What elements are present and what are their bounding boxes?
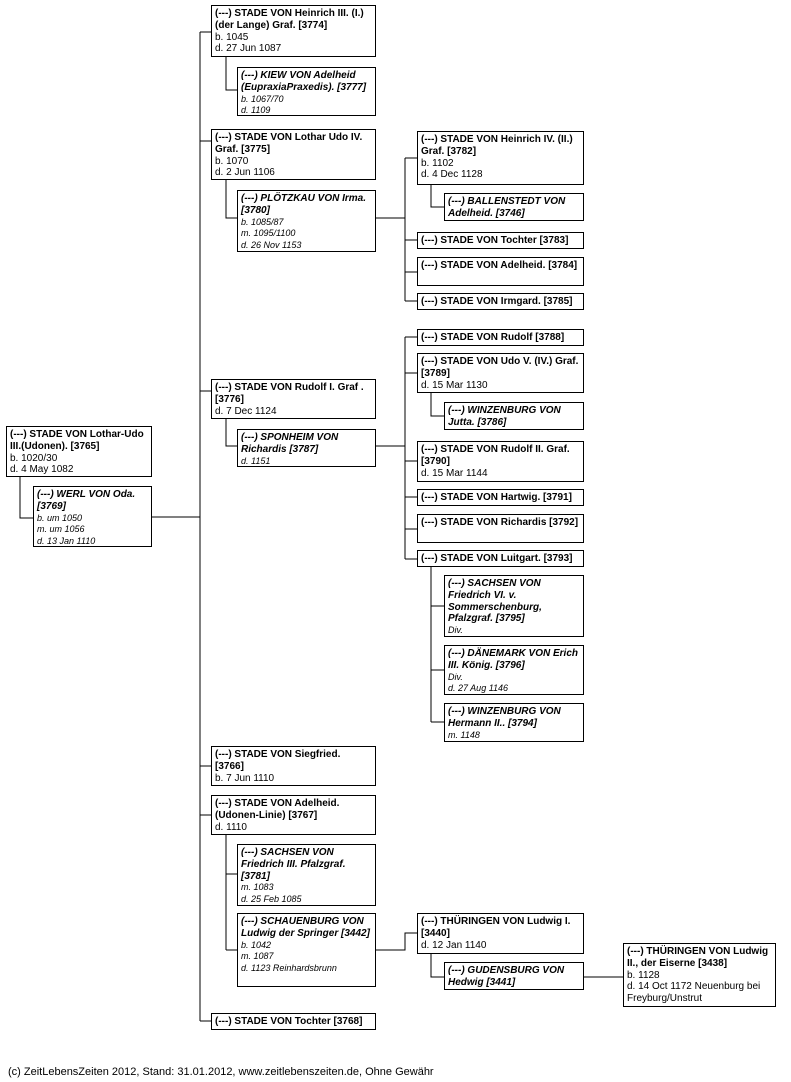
person-name: (---) BALLENSTEDT VON Adelheid. [3746] bbox=[448, 196, 566, 219]
person-name: (---) SCHAUENBURG VON Ludwig der Springe… bbox=[241, 916, 370, 939]
spouse-3442[interactable]: (---) SCHAUENBURG VON Ludwig der Springe… bbox=[237, 913, 376, 987]
copyright-footer: (c) ZeitLebensZeiten 2012, Stand: 31.01.… bbox=[8, 1066, 434, 1078]
death-date: d. 12 Jan 1140 bbox=[421, 939, 487, 951]
person-name: (---) DÄNEMARK VON Erich III. König. [37… bbox=[448, 648, 578, 671]
person-name: (---) STADE VON Luitgart. [3793] bbox=[421, 553, 573, 564]
person-3768[interactable]: (---) STADE VON Tochter [3768] bbox=[211, 1013, 376, 1030]
death-date: d. 27 Aug 1146 bbox=[448, 683, 509, 694]
person-name: (---) WINZENBURG VON Hermann II.. [3794] bbox=[448, 706, 561, 729]
spouse-3769[interactable]: (---) WERL VON Oda. [3769] b. um 1050 m.… bbox=[33, 486, 152, 547]
person-3788[interactable]: (---) STADE VON Rudolf [3788] bbox=[417, 329, 584, 346]
person-name: (---) STADE VON Hartwig. [3791] bbox=[421, 492, 572, 503]
spouse-3746[interactable]: (---) BALLENSTEDT VON Adelheid. [3746] bbox=[444, 193, 584, 221]
person-name: (---) THÜRINGEN VON Ludwig II., der Eise… bbox=[627, 946, 769, 969]
spouse-3787[interactable]: (---) SPONHEIM VON Richardis [3787] d. 1… bbox=[237, 429, 376, 467]
death-date: d. 1110 bbox=[215, 821, 247, 833]
death-date: d. 25 Feb 1085 bbox=[241, 894, 302, 905]
death-date: d. 1109 bbox=[241, 105, 271, 116]
divorce-note: Div. bbox=[448, 671, 463, 682]
person-name: (---) WINZENBURG VON Jutta. [3786] bbox=[448, 405, 561, 428]
spouse-3781[interactable]: (---) SACHSEN VON Friedrich III. Pfalzgr… bbox=[237, 844, 376, 906]
person-name: (---) KIEW VON Adelheid (EupraxiaPraxedi… bbox=[241, 70, 367, 93]
birth-date: b. um 1050 bbox=[37, 512, 83, 523]
spouse-3794[interactable]: (---) WINZENBURG VON Hermann II.. [3794]… bbox=[444, 703, 584, 742]
marriage-date: m. um 1056 bbox=[37, 524, 85, 535]
person-3766[interactable]: (---) STADE VON Siegfried. [3766] b. 7 J… bbox=[211, 746, 376, 786]
spouse-3441[interactable]: (---) GUDENSBURG VON Hedwig [3441] bbox=[444, 962, 584, 990]
person-3793[interactable]: (---) STADE VON Luitgart. [3793] bbox=[417, 550, 584, 567]
person-3784[interactable]: (---) STADE VON Adelheid. [3784] bbox=[417, 257, 584, 286]
marriage-date: m. 1083 bbox=[241, 882, 274, 893]
person-3792[interactable]: (---) STADE VON Richardis [3792] bbox=[417, 514, 584, 543]
birth-date: b. 1042 bbox=[241, 939, 272, 950]
person-name: (---) STADE VON Rudolf [3788] bbox=[421, 332, 565, 343]
spouse-3786[interactable]: (---) WINZENBURG VON Jutta. [3786] bbox=[444, 402, 584, 430]
birth-date: b. 1045 bbox=[215, 31, 249, 43]
person-name: (---) STADE VON Heinrich III. (I.)(der L… bbox=[215, 8, 364, 31]
person-name: (---) THÜRINGEN VON Ludwig I. [3440] bbox=[421, 916, 571, 939]
death-date: d. 4 May 1082 bbox=[10, 464, 74, 476]
person-name: (---) STADE VON Rudolf I. Graf . [3776] bbox=[215, 382, 364, 405]
person-3440[interactable]: (---) THÜRINGEN VON Ludwig I. [3440] d. … bbox=[417, 913, 584, 954]
spouse-3795[interactable]: (---) SACHSEN VON Friedrich VI. v. Somme… bbox=[444, 575, 584, 637]
marriage-date: m. 1087 bbox=[241, 951, 274, 962]
marriage-date: m. 1148 bbox=[448, 729, 480, 740]
person-name: (---) GUDENSBURG VON Hedwig [3441] bbox=[448, 965, 565, 988]
divorce-note: Div. bbox=[448, 625, 463, 636]
person-3790[interactable]: (---) STADE VON Rudolf II. Graf. [3790] … bbox=[417, 441, 584, 482]
birth-date: b. 1020/30 bbox=[10, 452, 58, 464]
person-name: (---) STADE VON Irmgard. [3785] bbox=[421, 296, 573, 307]
death-date: d. 1123 Reinhardsbrunn bbox=[241, 963, 337, 974]
person-name: (---) STADE VON Richardis [3792] bbox=[421, 517, 579, 528]
person-name: (---) STADE VON Udo V. (IV.) Graf. [3789… bbox=[421, 356, 579, 379]
person-name: (---) STADE VON Adelheid. [3784] bbox=[421, 260, 578, 271]
person-name: (---) PLÖTZKAU VON Irma. [3780] bbox=[241, 193, 366, 216]
person-name: (---) STADE VON Siegfried. [3766] bbox=[215, 749, 341, 772]
spouse-3777[interactable]: (---) KIEW VON Adelheid (EupraxiaPraxedi… bbox=[237, 67, 376, 116]
death-date: d. 4 Dec 1128 bbox=[421, 169, 483, 181]
death-date: d. 13 Jan 1110 bbox=[37, 536, 96, 547]
person-3438[interactable]: (---) THÜRINGEN VON Ludwig II., der Eise… bbox=[623, 943, 776, 1007]
birth-date: b. 1128 bbox=[627, 969, 660, 981]
spouse-3796[interactable]: (---) DÄNEMARK VON Erich III. König. [37… bbox=[444, 645, 584, 695]
person-3774[interactable]: (---) STADE VON Heinrich III. (I.)(der L… bbox=[211, 5, 376, 57]
death-date: d. 15 Mar 1144 bbox=[421, 467, 488, 479]
person-name: (---) STADE VON Lothar-Udo III.(Udonen).… bbox=[10, 429, 144, 452]
person-3783[interactable]: (---) STADE VON Tochter [3783] bbox=[417, 232, 584, 249]
death-date: d. 7 Dec 1124 bbox=[215, 405, 277, 417]
person-3789[interactable]: (---) STADE VON Udo V. (IV.) Graf. [3789… bbox=[417, 353, 584, 393]
person-3775[interactable]: (---) STADE VON Lothar Udo IV. Graf. [37… bbox=[211, 129, 376, 180]
death-date: d. 2 Jun 1106 bbox=[215, 167, 275, 179]
birth-date: b. 1085/87 bbox=[241, 216, 284, 227]
spouse-3780[interactable]: (---) PLÖTZKAU VON Irma. [3780] b. 1085/… bbox=[237, 190, 376, 252]
person-3767[interactable]: (---) STADE VON Adelheid. (Udonen-Linie)… bbox=[211, 795, 376, 835]
person-3782[interactable]: (---) STADE VON Heinrich IV. (II.) Graf.… bbox=[417, 131, 584, 185]
birth-date: b. 1070 bbox=[215, 155, 249, 167]
person-3765[interactable]: (---) STADE VON Lothar-Udo III.(Udonen).… bbox=[6, 426, 152, 477]
death-date: d. 1151 bbox=[241, 455, 271, 466]
birth-date: b. 1102 bbox=[421, 157, 454, 169]
person-3791[interactable]: (---) STADE VON Hartwig. [3791] bbox=[417, 489, 584, 506]
person-name: (---) SPONHEIM VON Richardis [3787] bbox=[241, 432, 339, 455]
death-date: d. 14 Oct 1172 Neuenburg bei Freyburg/Un… bbox=[627, 981, 761, 1005]
death-date: d. 27 Jun 1087 bbox=[215, 43, 282, 55]
birth-date: b. 7 Jun 1110 bbox=[215, 772, 275, 784]
birth-date: b. 1067/70 bbox=[241, 93, 284, 104]
person-3785[interactable]: (---) STADE VON Irmgard. [3785] bbox=[417, 293, 584, 310]
death-date: d. 15 Mar 1130 bbox=[421, 379, 488, 391]
marriage-date: m. 1095/1100 bbox=[241, 228, 296, 239]
person-name: (---) STADE VON Heinrich IV. (II.) Graf.… bbox=[421, 134, 573, 157]
person-name: (---) STADE VON Lothar Udo IV. Graf. [37… bbox=[215, 132, 363, 155]
death-date: d. 26 Nov 1153 bbox=[241, 240, 302, 251]
person-name: (---) STADE VON Adelheid. (Udonen-Linie)… bbox=[215, 798, 340, 821]
person-name: (---) SACHSEN VON Friedrich III. Pfalzgr… bbox=[241, 847, 346, 882]
person-name: (---) STADE VON Rudolf II. Graf. [3790] bbox=[421, 444, 570, 467]
person-name: (---) STADE VON Tochter [3768] bbox=[215, 1016, 363, 1027]
person-name: (---) SACHSEN VON Friedrich VI. v. Somme… bbox=[448, 578, 542, 625]
person-name: (---) WERL VON Oda. [3769] bbox=[37, 489, 136, 512]
person-name: (---) STADE VON Tochter [3783] bbox=[421, 235, 569, 246]
person-3776[interactable]: (---) STADE VON Rudolf I. Graf . [3776] … bbox=[211, 379, 376, 419]
